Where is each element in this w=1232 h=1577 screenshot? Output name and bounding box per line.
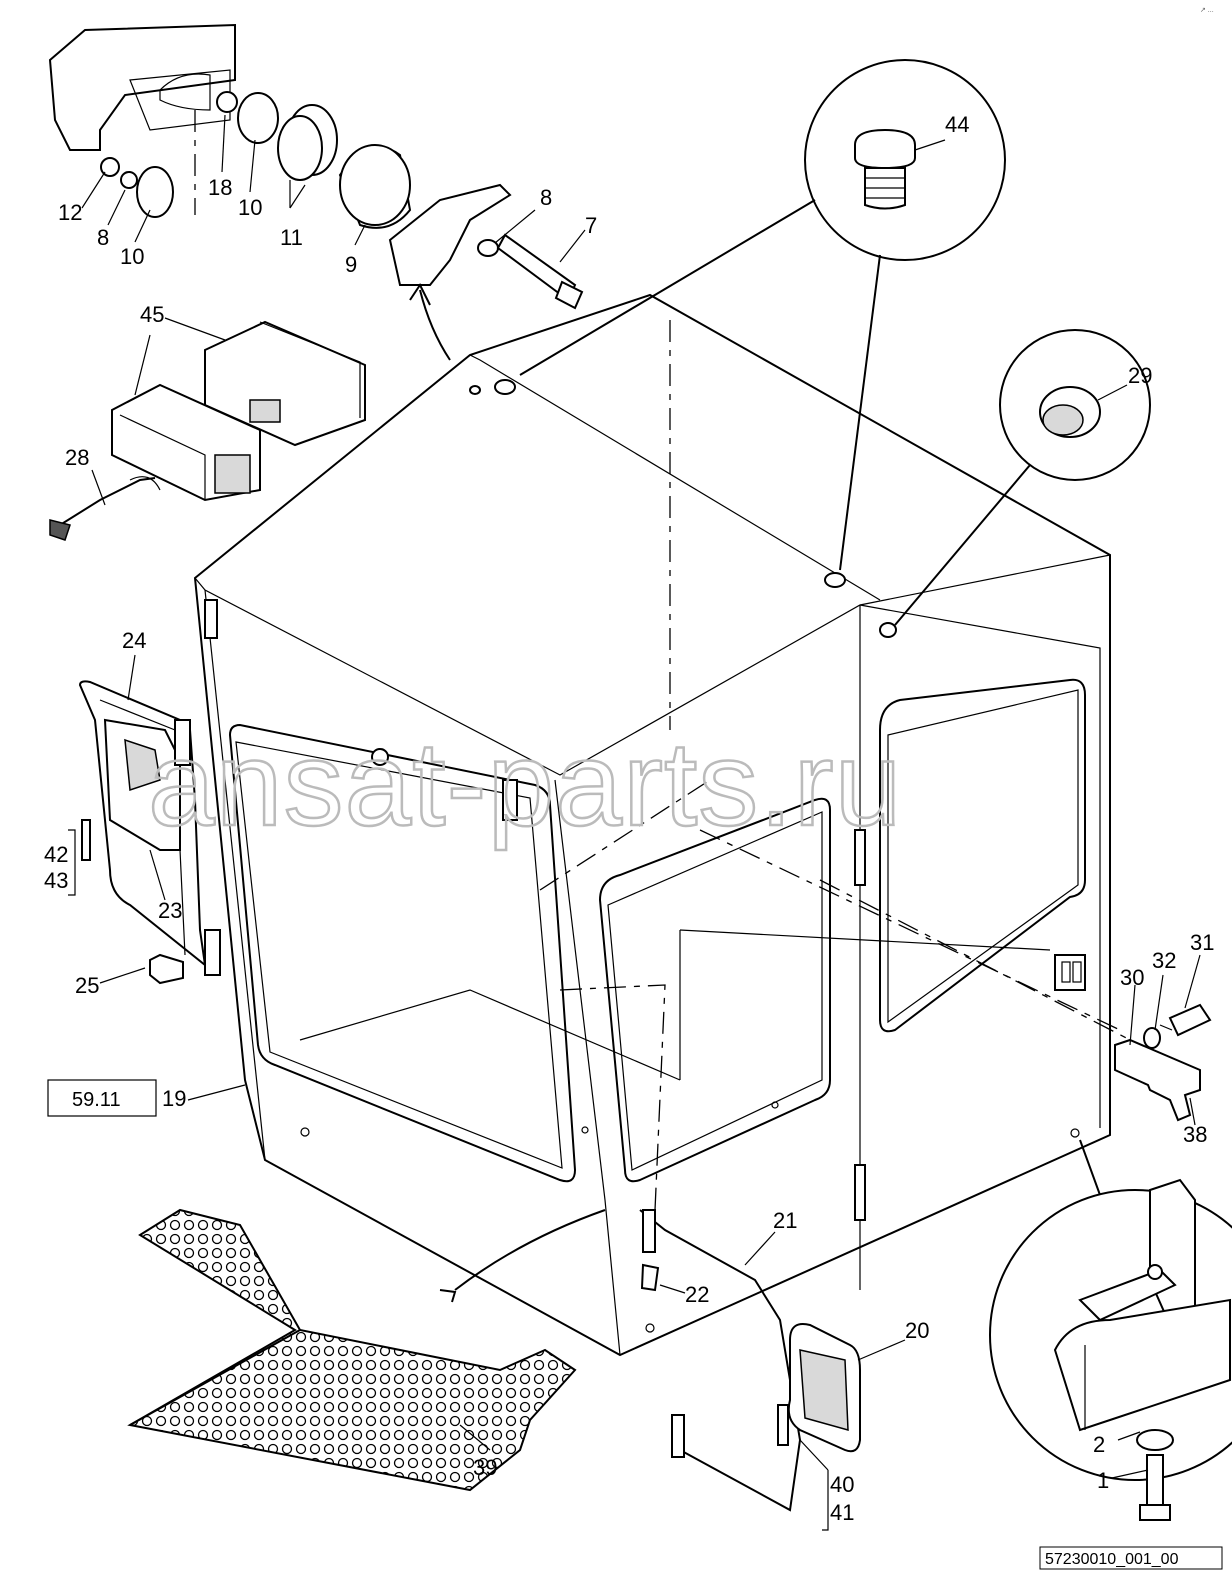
callout-45: 45 (140, 302, 164, 327)
reference-box (47, 1079, 157, 1117)
callout-39: 39 (473, 1455, 497, 1480)
callout-31: 31 (1190, 930, 1214, 955)
callout-29: 29 (1128, 363, 1152, 388)
callout-42: 42 (44, 842, 68, 867)
callout-38: 38 (1183, 1122, 1207, 1147)
callout-19: 19 (162, 1086, 186, 1111)
callout-28: 28 (65, 445, 89, 470)
callout-labels: 12 8 10 18 10 11 9 8 7 45 28 44 29 24 42… (44, 112, 1214, 1525)
callout-1: 1 (1097, 1468, 1109, 1493)
detail-29 (894, 329, 1151, 626)
callout-7: 7 (585, 213, 597, 238)
callout-24: 24 (122, 628, 146, 653)
detail-corner (989, 1139, 1232, 1521)
callout-44: 44 (945, 112, 969, 137)
callout-8a: 8 (97, 225, 109, 250)
radio-units (49, 320, 366, 541)
callout-8b: 8 (540, 185, 552, 210)
callout-18: 18 (208, 175, 232, 200)
door-24 (78, 680, 221, 976)
leader-lines (68, 114, 1201, 1531)
drawing-number: 57230010_001_00 (1045, 1551, 1179, 1568)
callout-22: 22 (685, 1282, 709, 1307)
callout-10a: 10 (120, 244, 144, 269)
reference-box-text: 59.11 (72, 1089, 121, 1111)
callout-43: 43 (44, 868, 68, 893)
rear-bracket (1114, 1003, 1212, 1122)
callout-30: 30 (1120, 965, 1144, 990)
drawing-number-box (1039, 1546, 1223, 1570)
cab-body (193, 293, 1141, 1357)
mount-assembly (48, 23, 584, 361)
watermark: ansat-parts.ru (148, 717, 902, 851)
callout-9: 9 (345, 252, 357, 277)
floor-mat-39 (127, 1208, 606, 1492)
corner-mark: ↗ ... (1200, 7, 1214, 14)
detail-44 (519, 59, 1006, 571)
fasteners (149, 953, 184, 985)
callout-10b: 10 (238, 195, 262, 220)
callout-40: 40 (830, 1472, 854, 1497)
callout-23: 23 (158, 898, 182, 923)
callout-20: 20 (905, 1318, 929, 1343)
callout-41: 41 (830, 1500, 854, 1525)
callout-12: 12 (58, 200, 82, 225)
callout-21: 21 (773, 1208, 797, 1233)
callout-25: 25 (75, 973, 99, 998)
callout-2: 2 (1093, 1432, 1105, 1457)
callout-32: 32 (1152, 948, 1176, 973)
door-20 (639, 1209, 861, 1512)
callout-11: 11 (280, 225, 303, 250)
